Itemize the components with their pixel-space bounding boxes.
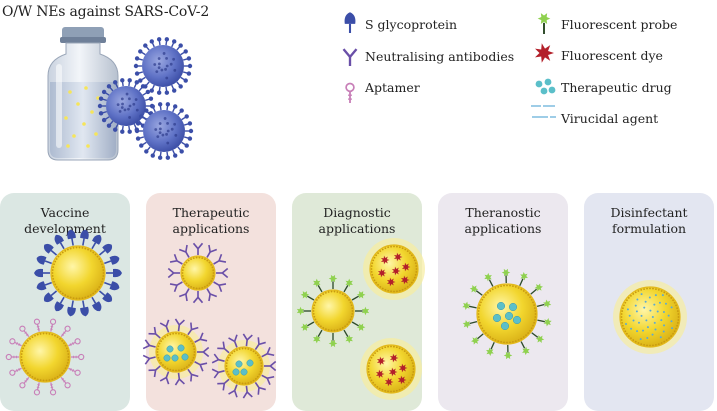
fluorescent-probe-icon (462, 317, 478, 329)
vial-shine (56, 64, 62, 148)
nanoemulsion-particle (34, 229, 122, 317)
s-glycoprotein-icon (66, 229, 77, 246)
aptamer-icon (34, 382, 42, 396)
fluorescent-probe-icon (485, 340, 499, 356)
antibody-icon (168, 269, 180, 278)
aptamer-icon (9, 338, 23, 348)
fluorescent-probe-icon (329, 333, 338, 347)
legend-icons (344, 12, 556, 118)
nanoemulsion-particle (168, 243, 227, 302)
therapeutic-drug-icon (536, 79, 556, 95)
aptamer-icon (19, 325, 31, 338)
virucidal-agent-icon (531, 105, 556, 118)
s-glycoprotein-icon (88, 233, 103, 251)
vial-particle (82, 122, 86, 126)
vial-particle (72, 134, 76, 138)
nanoemulsion-particle (363, 238, 425, 300)
fluorescent-probe-icon (355, 307, 369, 316)
vial-particle (64, 116, 68, 120)
nanoemulsion-particle (360, 338, 422, 400)
fluorescent-probe-icon (503, 345, 512, 359)
aptamer-icon (9, 366, 23, 376)
vial-particle (84, 86, 88, 90)
aptamer-icon (67, 338, 81, 348)
aptamer-icon (6, 354, 19, 359)
fluorescent-probe-icon (462, 301, 478, 312)
aptamer-icon (48, 319, 56, 333)
fluorescent-probe-icon (297, 307, 311, 316)
s-glycoprotein-icon (35, 279, 53, 292)
vial-particle (66, 144, 70, 148)
s-glycoprotein-icon (79, 300, 90, 317)
antibody-icon (194, 243, 203, 255)
fluorescent-probe-icon (517, 340, 531, 356)
vial-cap-rim (60, 37, 106, 43)
vial-particle (90, 110, 94, 114)
s-glycoprotein-icon (103, 279, 121, 292)
s-glycoprotein-icon (34, 269, 50, 277)
fluorescent-probe-icon (483, 272, 497, 288)
nanoemulsion-particle (297, 275, 369, 347)
antibody-icon (216, 269, 228, 278)
s-glycoprotein-icon (35, 254, 53, 267)
antibody-icon (344, 49, 357, 66)
nanoemulsion-particles (6, 229, 687, 400)
fluorescent-dye-icon (535, 43, 554, 62)
nanoemulsion-particle (462, 269, 552, 359)
s-glycoprotein-icon (79, 229, 90, 246)
nanoemulsion-particle (212, 334, 276, 398)
aptamer-icon (346, 84, 354, 104)
s-glycoprotein-icon (103, 254, 121, 267)
s-glycoprotein-icon (345, 12, 356, 33)
aptamer-icon (59, 325, 71, 338)
s-glycoprotein-icon (106, 269, 122, 277)
nanoemulsion-particle (143, 319, 209, 385)
aptamer-icon (67, 366, 81, 376)
aptamer-icon (71, 354, 84, 359)
fluorescent-probe-icon (516, 271, 530, 287)
s-glycoprotein-icon (66, 300, 77, 317)
fluorescent-probe-icon (502, 269, 511, 283)
aptamer-icon (48, 382, 56, 396)
s-glycoprotein-icon (88, 295, 103, 313)
nanoemulsion-particle (613, 280, 687, 354)
fluorescent-probe-icon (538, 13, 551, 34)
s-glycoprotein-icon (52, 295, 67, 313)
s-glycoprotein-icon (52, 233, 67, 251)
aptamer-icon (59, 376, 71, 389)
aptamer-icon (19, 376, 31, 389)
vial-particle (68, 90, 72, 94)
fluorescent-probe-icon (536, 299, 552, 311)
vial-particle (76, 102, 80, 106)
aptamer-icon (34, 319, 42, 333)
fluorescent-probe-icon (537, 316, 553, 327)
nanoemulsion-particle (6, 319, 84, 396)
vial-particle (94, 132, 98, 136)
antibody-icon (194, 291, 203, 303)
fluorescent-probe-icon (329, 275, 338, 289)
vial-particle (86, 144, 90, 148)
